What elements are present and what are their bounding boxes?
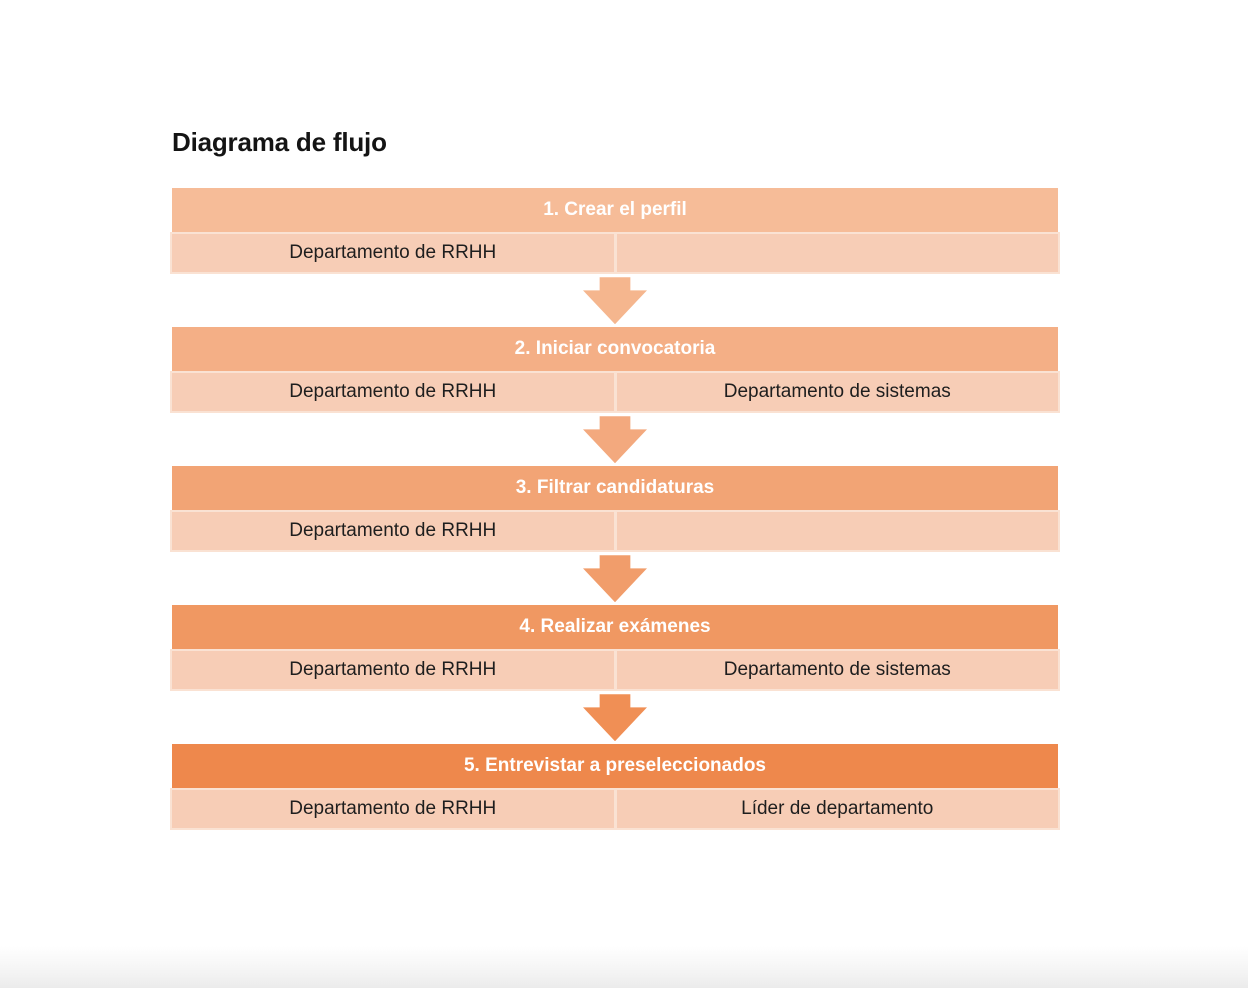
- down-arrow-icon: [583, 555, 647, 603]
- flow-step-3: 3. Filtrar candidaturas Departamento de …: [170, 466, 1060, 553]
- step-1-cell-left: Departamento de RRHH: [172, 234, 614, 273]
- flow-diagram: 1. Crear el perfil Departamento de RRHH …: [170, 188, 1060, 831]
- step-3-cells: Departamento de RRHH: [170, 510, 1060, 553]
- step-1-title-bar: 1. Crear el perfil: [172, 188, 1058, 233]
- flow-step-1: 1. Crear el perfil Departamento de RRHH: [170, 188, 1060, 275]
- step-5-cells: Departamento de RRHH Líder de departamen…: [170, 788, 1060, 831]
- step-2-cells: Departamento de RRHH Departamento de sis…: [170, 371, 1060, 414]
- step-3-cell-right: [616, 512, 1058, 551]
- step-5-cell-right: Líder de departamento: [616, 790, 1058, 829]
- step-1-cells: Departamento de RRHH: [170, 232, 1060, 275]
- step-2-cell-right: Departamento de sistemas: [616, 373, 1058, 412]
- step-2-cell-left: Departamento de RRHH: [172, 373, 614, 412]
- page-title: Diagrama de flujo: [172, 127, 387, 157]
- arrow-zone-4: [172, 691, 1058, 744]
- step-4-title-bar: 4. Realizar exámenes: [172, 605, 1058, 650]
- bottom-edge-shade: [0, 946, 1248, 988]
- flow-step-4: 4. Realizar exámenes Departamento de RRH…: [170, 605, 1060, 692]
- step-3-title-bar: 3. Filtrar candidaturas: [172, 466, 1058, 511]
- step-4-cells: Departamento de RRHH Departamento de sis…: [170, 649, 1060, 692]
- flow-step-2: 2. Iniciar convocatoria Departamento de …: [170, 327, 1060, 414]
- arrow-zone-3: [172, 552, 1058, 605]
- down-arrow-icon: [583, 416, 647, 464]
- step-4-cell-left: Departamento de RRHH: [172, 651, 614, 690]
- step-1-cell-right: [616, 234, 1058, 273]
- arrow-zone-2: [172, 413, 1058, 466]
- step-2-title-bar: 2. Iniciar convocatoria: [172, 327, 1058, 372]
- step-5-title-bar: 5. Entrevistar a preseleccionados: [172, 744, 1058, 789]
- step-3-cell-left: Departamento de RRHH: [172, 512, 614, 551]
- arrow-zone-1: [172, 274, 1058, 327]
- down-arrow-icon: [583, 694, 647, 742]
- flow-step-5: 5. Entrevistar a preseleccionados Depart…: [170, 744, 1060, 831]
- step-4-cell-right: Departamento de sistemas: [616, 651, 1058, 690]
- step-5-cell-left: Departamento de RRHH: [172, 790, 614, 829]
- down-arrow-icon: [583, 277, 647, 325]
